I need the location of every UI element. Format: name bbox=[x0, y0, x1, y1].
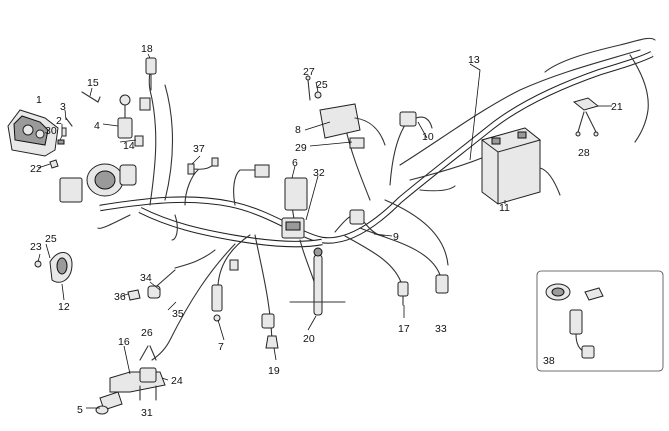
callout-10: 10 bbox=[422, 131, 434, 143]
part-25-washer bbox=[314, 91, 322, 99]
callout-28: 28 bbox=[578, 147, 590, 159]
callout-12: 12 bbox=[58, 301, 70, 313]
part-32-relay bbox=[281, 217, 305, 239]
part-8-ecu bbox=[319, 103, 386, 146]
main-wiring-harness bbox=[97, 37, 656, 361]
part-1-instrument-cluster bbox=[7, 109, 59, 157]
part-24-sensor bbox=[139, 367, 157, 383]
callout-labels: 1 3 2 30 15 4 22 14 18 37 6 32 27 25 8 2… bbox=[30, 43, 623, 419]
part-20-ignition-coil bbox=[289, 247, 346, 316]
part-6-relay bbox=[254, 164, 308, 211]
callout-38: 38 bbox=[543, 355, 555, 367]
callout-17: 17 bbox=[398, 323, 410, 335]
connector-near-7 bbox=[229, 259, 239, 271]
callout-21: 21 bbox=[611, 101, 623, 113]
callout-25b: 25 bbox=[45, 233, 57, 245]
connector-plug bbox=[261, 313, 275, 329]
part-14-connector bbox=[134, 135, 144, 147]
callout-20: 20 bbox=[303, 333, 315, 345]
part-12-horn bbox=[49, 252, 73, 283]
callout-35: 35 bbox=[172, 308, 184, 320]
part-30-screw bbox=[57, 139, 65, 145]
callout-8: 8 bbox=[295, 124, 301, 136]
callout-24: 24 bbox=[171, 375, 183, 387]
callout-7: 7 bbox=[218, 341, 224, 353]
part-22-clip bbox=[49, 159, 59, 169]
callout-16: 16 bbox=[118, 336, 130, 348]
callout-37: 37 bbox=[193, 143, 205, 155]
callout-1: 1 bbox=[36, 94, 42, 106]
callout-23: 23 bbox=[30, 241, 42, 253]
part-27-bolt bbox=[305, 75, 311, 101]
callout-4: 4 bbox=[94, 120, 100, 132]
callout-15: 15 bbox=[87, 77, 99, 89]
part-21-plate bbox=[572, 97, 600, 111]
callout-3: 3 bbox=[60, 101, 66, 113]
part-3-screw bbox=[65, 117, 73, 127]
part-31-screws bbox=[139, 385, 157, 401]
callout-32: 32 bbox=[313, 167, 325, 179]
callout-9: 9 bbox=[393, 231, 399, 243]
callout-13: 13 bbox=[468, 54, 480, 66]
callout-5: 5 bbox=[77, 404, 83, 416]
part-4-switch bbox=[117, 94, 133, 139]
part-15-bracket bbox=[81, 91, 101, 103]
part-37-sensor bbox=[187, 157, 219, 175]
callout-19: 19 bbox=[268, 365, 280, 377]
part-29-connector bbox=[349, 137, 365, 149]
callout-29: 29 bbox=[295, 142, 307, 154]
callout-26: 26 bbox=[141, 327, 153, 339]
part-33-sensor bbox=[435, 274, 449, 294]
headlight-assembly bbox=[59, 163, 137, 203]
leader-lines bbox=[37, 53, 612, 409]
callout-27: 27 bbox=[303, 66, 315, 78]
callout-31: 31 bbox=[141, 407, 153, 419]
part-26-screws bbox=[139, 345, 157, 361]
callout-2: 2 bbox=[56, 115, 62, 127]
part-34-sensor bbox=[147, 269, 176, 299]
part-11-battery bbox=[480, 127, 561, 205]
part-7-sensor bbox=[211, 284, 223, 322]
part-18-sensor bbox=[139, 57, 157, 111]
callout-25a: 25 bbox=[316, 79, 328, 91]
callout-11: 11 bbox=[499, 202, 510, 214]
inset-38-ignition-switch bbox=[536, 270, 664, 372]
callout-34: 34 bbox=[140, 272, 152, 284]
callout-6: 6 bbox=[292, 157, 298, 169]
part-28-screws bbox=[575, 111, 599, 137]
part-5-grommet bbox=[95, 405, 109, 415]
part-36-grommet bbox=[127, 289, 141, 301]
part-9-relay bbox=[349, 209, 385, 237]
part-2-screw bbox=[61, 127, 67, 137]
callout-18: 18 bbox=[141, 43, 153, 55]
callout-22: 22 bbox=[30, 163, 42, 175]
part-19-switch bbox=[265, 335, 279, 349]
callout-14: 14 bbox=[123, 140, 135, 152]
callout-33: 33 bbox=[435, 323, 447, 335]
part-10-connector bbox=[399, 111, 433, 129]
callout-36: 36 bbox=[114, 291, 126, 303]
callout-30: 30 bbox=[45, 125, 57, 137]
part-17-sensor bbox=[397, 281, 409, 306]
